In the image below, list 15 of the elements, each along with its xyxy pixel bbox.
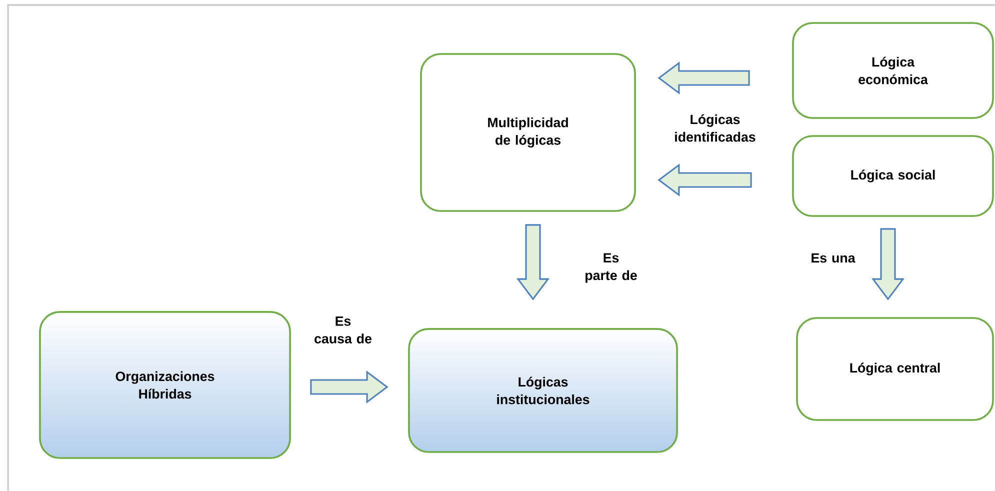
edge-label: Es una [812,253,856,263]
block-arrow [658,163,752,197]
process-box: Lógica económica [792,22,994,119]
block-arrow [658,61,750,95]
block-arrow [871,228,905,300]
process-box: Lógica social [792,135,994,217]
block-arrow [516,224,550,300]
process-box: Organizaciones Híbridas [39,311,291,459]
process-box: Multiplicidad de lógicas [420,53,636,212]
process-box: Lógicas institucionales [408,328,678,453]
edge-label: Lógicas identificadas [675,114,756,142]
edge-label: Es causa de [314,316,372,344]
edge-label: Es parte de [586,253,637,283]
block-arrow [310,370,388,404]
process-box: Lógica central [796,317,994,421]
